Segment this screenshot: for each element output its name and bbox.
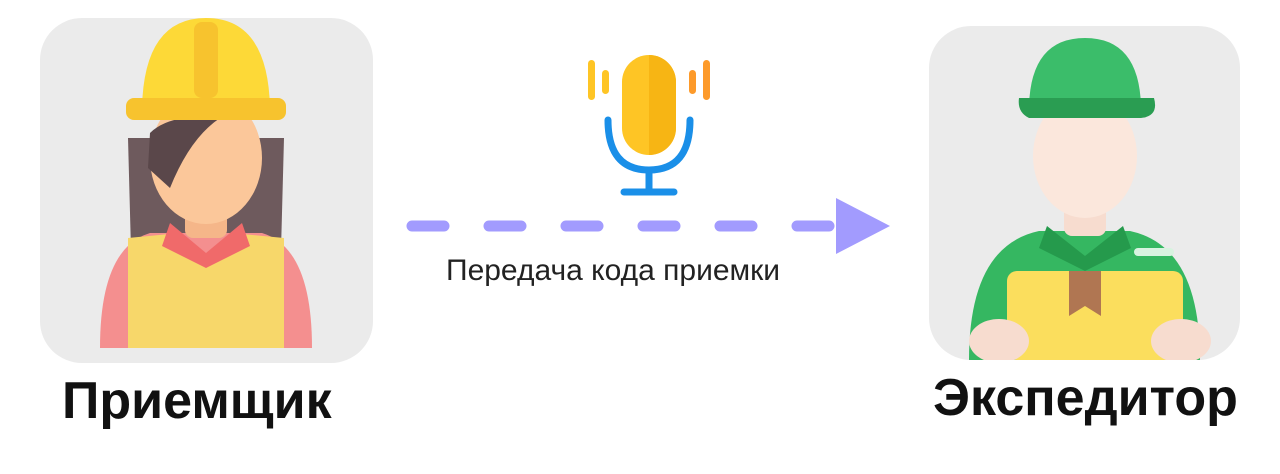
female-worker-hard-hat-icon: [100, 18, 312, 348]
courier-card: [929, 26, 1240, 360]
transfer-caption: Передача кода приемки: [446, 254, 781, 287]
transfer-arrow: [406, 198, 890, 254]
receiver-card: [40, 18, 373, 363]
microphone-icon: [588, 55, 710, 196]
courier-with-package-icon: [969, 38, 1211, 360]
courier-label: Экспедитор: [933, 369, 1238, 427]
receiver-label: Приемщик: [62, 372, 332, 430]
